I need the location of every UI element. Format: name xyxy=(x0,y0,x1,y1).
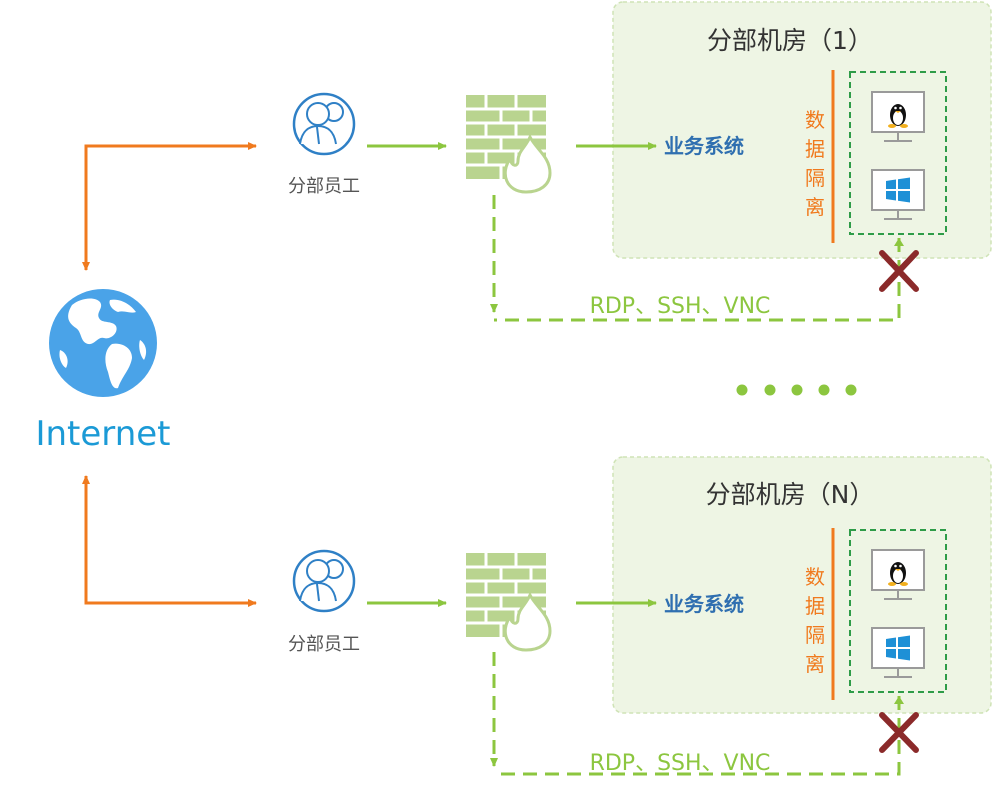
blocked-remote-path xyxy=(494,696,901,776)
staff-label: 分部员工 xyxy=(288,176,360,197)
internet-label: Internet xyxy=(35,414,170,454)
staff-icon xyxy=(292,549,356,613)
ellipsis-dots xyxy=(736,384,857,396)
isolation-char: 据 xyxy=(805,594,825,618)
isolation-char: 数 xyxy=(805,108,825,132)
isolation-char: 离 xyxy=(805,652,825,676)
isolation-char: 据 xyxy=(805,137,825,161)
blocked-x-icon xyxy=(879,712,919,753)
isolation-char: 隔 xyxy=(805,166,825,190)
room-title: 分部机房（1） xyxy=(707,26,873,55)
globe-icon xyxy=(49,289,157,397)
isolated-hosts-box xyxy=(849,529,947,693)
staff-icon xyxy=(292,92,356,156)
internet-connector-top xyxy=(82,142,257,271)
branch-n: 分部机房（N） 分部员工 xyxy=(288,456,992,776)
business-system-label: 业务系统 xyxy=(664,592,744,616)
windows-icon xyxy=(871,627,925,678)
internet-connector-bottom xyxy=(82,475,257,607)
isolation-char: 离 xyxy=(805,195,825,219)
blocked-path-arrowhead xyxy=(894,238,904,246)
blocked-remote-path xyxy=(494,238,901,322)
business-system-label: 业务系统 xyxy=(664,134,744,158)
firewall-icon xyxy=(466,553,552,652)
windows-icon xyxy=(871,169,925,220)
isolation-char: 隔 xyxy=(805,623,825,647)
protocol-label: RDP、SSH、VNC xyxy=(590,294,771,319)
firewall-icon xyxy=(466,95,552,194)
branch-1: 分部机房（1） 分部员工 xyxy=(288,1,992,322)
isolation-char: 数 xyxy=(805,565,825,589)
isolated-hosts-box xyxy=(849,71,947,235)
blocked-path-arrowhead xyxy=(894,696,904,704)
linux-icon xyxy=(871,91,925,142)
blocked-x-icon xyxy=(879,250,919,292)
staff-label: 分部员工 xyxy=(288,634,360,655)
room-title: 分部机房（N） xyxy=(706,480,875,509)
protocol-label: RDP、SSH、VNC xyxy=(590,751,771,776)
linux-icon xyxy=(871,549,925,600)
